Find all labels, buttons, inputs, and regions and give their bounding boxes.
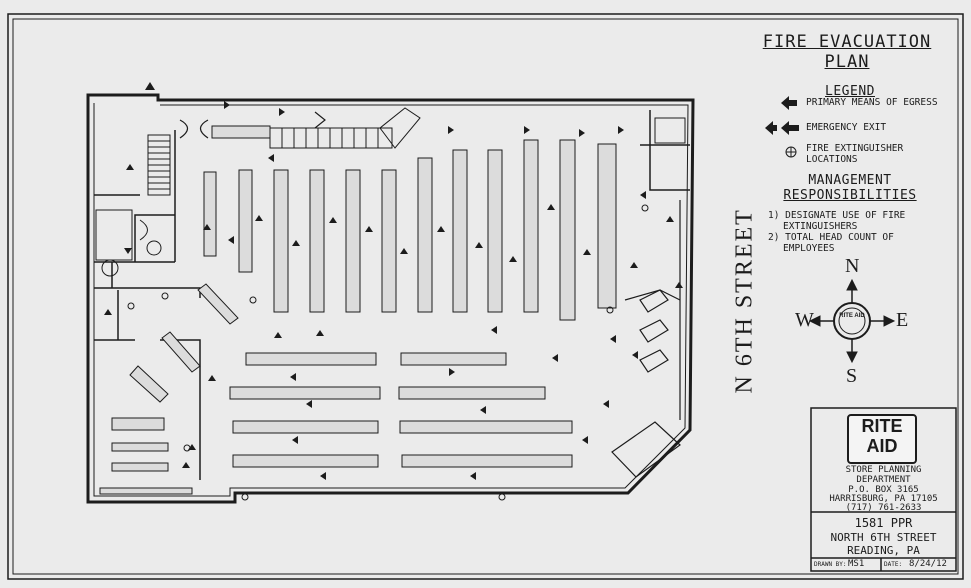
date-value: 8/24/12	[909, 559, 947, 569]
legend-primary-egress-label: PRIMARY MEANS OF EGRESS	[806, 97, 938, 108]
po-box: P.O. BOX 3165	[848, 485, 919, 495]
drawn-by-value: MS1	[848, 559, 865, 569]
compass-south: S	[846, 365, 858, 387]
entry-vestibule	[179, 111, 326, 139]
compass-north: N	[845, 255, 860, 277]
legend-extinguisher-label-2: LOCATIONS	[806, 154, 858, 165]
responsibility-1-line1: 1) DESIGNATE USE OF FIRE	[768, 210, 906, 221]
legend-heading: LEGEND	[825, 84, 875, 99]
responsibility-2-line2: EMPLOYEES	[783, 243, 835, 254]
logo-line2: AID	[866, 436, 898, 456]
building-outline	[86, 93, 695, 504]
compass-rose	[808, 278, 896, 364]
store-number: 1581 PPR	[854, 516, 913, 530]
sheet-border-inner	[12, 18, 959, 575]
restrooms	[95, 117, 686, 277]
responsibility-1-line2: EXTINGUISHERS	[783, 221, 858, 232]
store-city-state: READING, PA	[847, 544, 920, 557]
legend-extinguisher-label-1: FIRE EXTINGUISHER	[806, 143, 904, 154]
date-label: DATE:	[884, 561, 903, 568]
dept-line1: STORE PLANNING	[845, 465, 922, 475]
street-label: N 6TH STREET	[731, 208, 758, 394]
front-counter	[211, 125, 271, 139]
city: HARRISBURG, PA 17105	[829, 494, 938, 504]
emergency-exit-arrow-icon	[765, 120, 799, 135]
fire-extinguisher-icon	[785, 143, 797, 158]
egress-arrows	[104, 82, 683, 480]
fire-extinguisher-markers	[127, 204, 649, 501]
stairs-left	[147, 134, 171, 196]
right-side-fixtures	[611, 200, 681, 478]
compass-east: E	[896, 309, 909, 331]
management-heading-line1: MANAGEMENT	[808, 173, 892, 188]
plan-title-line1: FIRE EVACUATION	[762, 32, 932, 52]
legend-emergency-exit-label: EMERGENCY EXIT	[806, 122, 887, 133]
store-address: NORTH 6TH STREET	[830, 531, 937, 544]
plan-title-line2: PLAN	[824, 52, 870, 72]
stairs-top	[269, 107, 421, 149]
logo-line1: RITE	[861, 416, 903, 436]
compass-center-logo: RITE AID	[839, 313, 865, 319]
primary-egress-arrow-icon	[781, 95, 797, 110]
phone: (717) 761-2633	[845, 503, 922, 513]
rite-aid-logo: RITE AID	[847, 414, 917, 464]
sheet-border-outer	[7, 13, 964, 580]
compass-west: W	[795, 309, 814, 331]
drawn-by-label: DRAWN BY:	[814, 561, 847, 568]
vertical-aisle-fixtures	[203, 139, 617, 321]
management-heading-line2: RESPONSIBILITIES	[783, 188, 917, 203]
responsibility-2-line1: 2) TOTAL HEAD COUNT OF	[768, 232, 894, 243]
title-block-frame	[810, 407, 957, 572]
horizontal-aisle-fixtures	[229, 352, 573, 468]
dept-line2: DEPARTMENT	[856, 475, 911, 485]
back-room-shelving	[99, 283, 239, 495]
